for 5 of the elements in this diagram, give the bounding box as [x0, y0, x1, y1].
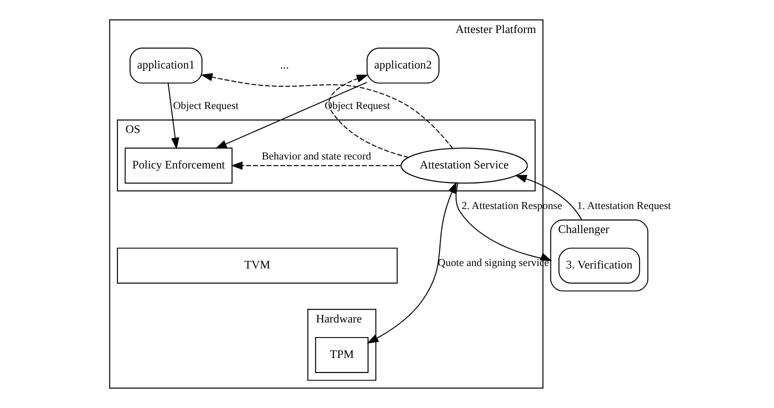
edge-label: Object Request — [324, 100, 390, 112]
edge-label: 1. Attestation Request — [577, 200, 672, 212]
edge-label: Object Request — [173, 100, 239, 112]
edge-label: Behavior and state record — [262, 150, 372, 163]
label: ... — [280, 58, 289, 72]
